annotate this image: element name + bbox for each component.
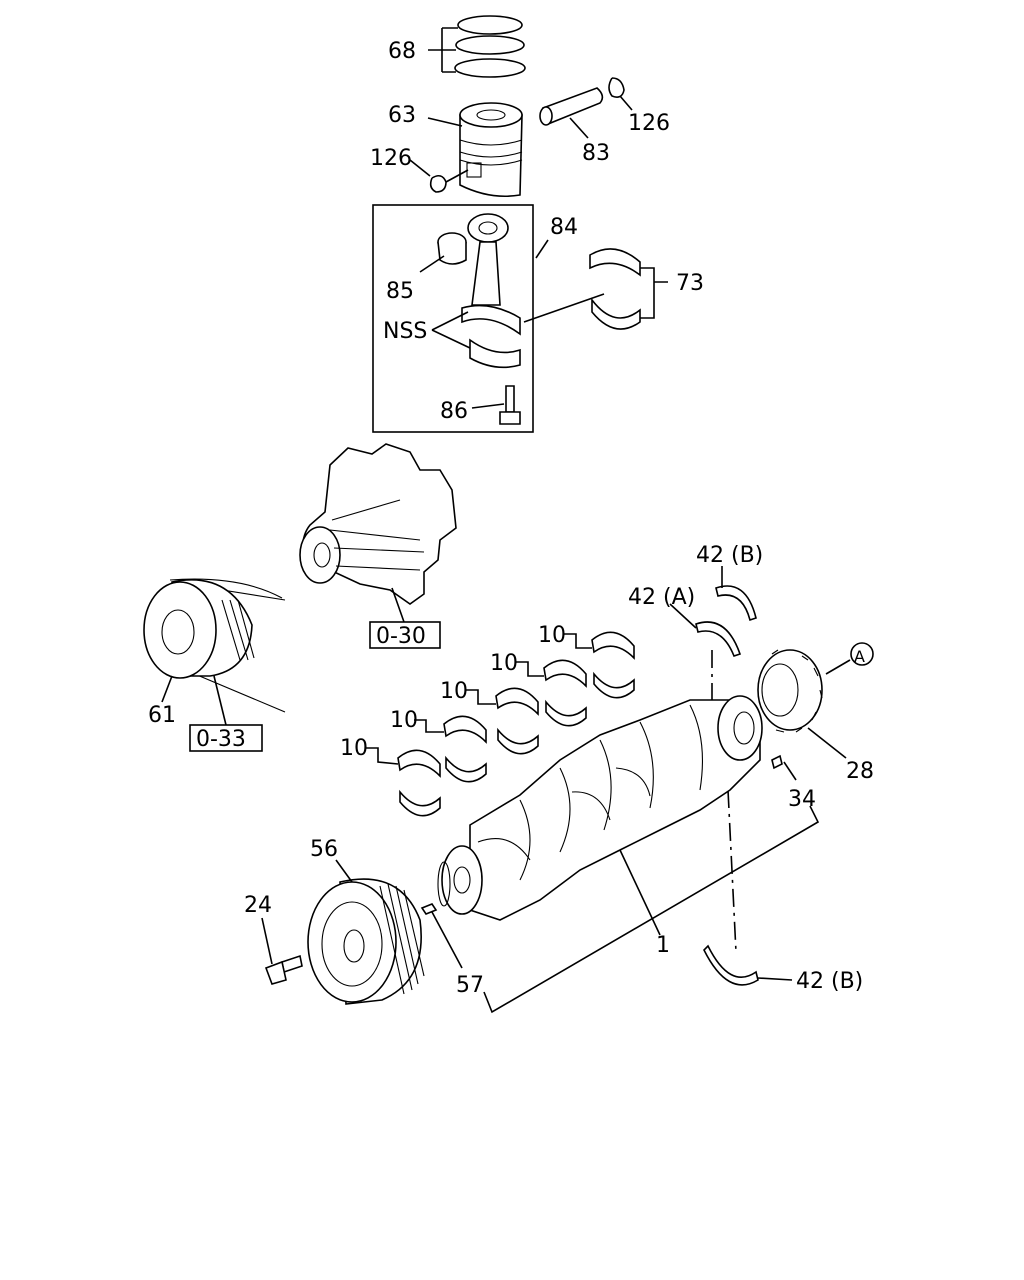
callout-10-3: 10	[440, 679, 468, 704]
callout-126-right-leader	[619, 95, 633, 111]
callout-83: 83	[582, 141, 610, 166]
callout-126-left: 126	[370, 146, 412, 171]
ref-033-box	[189, 724, 263, 752]
callout-10-4-leader	[516, 661, 544, 677]
callout-28-leader	[807, 727, 847, 759]
ref-030: 0-30	[376, 624, 426, 649]
main-bearing-part-4	[543, 659, 587, 727]
thrust-washer-b-top-part	[715, 585, 757, 622]
piston-part	[459, 102, 523, 198]
callout-42b-top: 42 (B)	[696, 543, 763, 568]
thrust-washer-b-bottom-part	[703, 944, 759, 986]
connecting-rod-part	[461, 213, 521, 369]
callout-10-1-leader	[366, 747, 399, 765]
callout-57-leader	[431, 911, 463, 969]
bearing-to-rod-line	[523, 293, 605, 323]
ref-033: 0-33	[196, 727, 246, 752]
dowel-pin-part	[420, 903, 438, 915]
callout-10-3-leader	[466, 689, 496, 705]
callout-42b-bottom-leader	[757, 977, 793, 981]
callout-85-leader	[419, 255, 445, 273]
crank-pulley-part	[307, 878, 425, 1005]
thrust-washer-a-part	[695, 621, 742, 657]
idler-pulley-part	[143, 578, 286, 713]
callout-56-leader	[335, 859, 353, 883]
callout-1-leader	[619, 849, 661, 936]
callout-68-leader	[428, 27, 458, 73]
snap-ring-left-part	[429, 174, 447, 193]
callout-nss: NSS	[383, 319, 427, 344]
gear-case-housing-part	[299, 443, 457, 605]
callout-28: 28	[846, 759, 874, 784]
callout-42b-bottom: 42 (B)	[796, 969, 863, 994]
connecting-rod-bolt-part	[499, 385, 521, 425]
callout-42a-leader	[669, 603, 697, 629]
callout-10-2-leader	[414, 719, 444, 733]
callout-24-leader	[261, 917, 273, 965]
callout-34-leader	[783, 761, 797, 781]
callout-34: 34	[788, 787, 816, 812]
nss-leader	[431, 311, 471, 349]
callout-10-1: 10	[340, 736, 368, 761]
main-bearing-part-2	[443, 715, 487, 783]
small-end-bushing-part	[437, 232, 467, 265]
view-a-marker	[850, 642, 874, 666]
callout-84-leader	[535, 239, 549, 259]
callout-84: 84	[550, 215, 578, 240]
callout-1: 1	[656, 933, 670, 958]
callout-85: 85	[386, 279, 414, 304]
washer-axis-line-b	[727, 789, 737, 953]
callout-126-right: 126	[628, 111, 670, 136]
callout-10-2: 10	[390, 708, 418, 733]
callout-63: 63	[388, 103, 416, 128]
callout-73-leader	[640, 267, 668, 319]
callout-68: 68	[388, 39, 416, 64]
conrod-bearing-part	[589, 248, 641, 330]
callout-63-leader	[427, 117, 463, 127]
crank-gear-part	[757, 649, 823, 733]
snap-ring-right-part	[608, 77, 625, 98]
main-bearing-part-3	[495, 687, 539, 755]
callout-83-leader	[569, 117, 589, 139]
callout-57: 57	[456, 973, 484, 998]
callout-42a: 42 (A)	[628, 585, 695, 610]
callout-61-leader	[161, 675, 173, 703]
ref-030-box	[369, 621, 441, 649]
pulley-bolt-part	[264, 954, 303, 985]
snap-ring-left-connector	[445, 169, 469, 183]
callout-86: 86	[440, 399, 468, 424]
ref-030-leader	[391, 587, 405, 623]
callout-61: 61	[148, 703, 176, 728]
callout-10-5-leader	[564, 633, 592, 649]
callout-73: 73	[676, 271, 704, 296]
callout-86-leader	[471, 403, 505, 409]
main-bearing-part-1	[397, 749, 441, 817]
callout-24: 24	[244, 893, 272, 918]
piston-rings-part	[454, 15, 526, 78]
callout-10-4: 10	[490, 651, 518, 676]
ref-033-leader	[213, 675, 227, 726]
callout-126-left-leader	[409, 159, 431, 177]
callout-10-5: 10	[538, 623, 566, 648]
callout-56: 56	[310, 837, 338, 862]
callout-a: A	[854, 647, 865, 666]
crankshaft-assembly-bracket	[483, 805, 820, 1014]
crankshaft-part	[437, 695, 763, 921]
piston-pin-part	[539, 87, 604, 126]
view-a-leader	[825, 659, 851, 675]
main-bearing-part-5	[591, 631, 635, 699]
crank-key-part	[771, 754, 783, 770]
